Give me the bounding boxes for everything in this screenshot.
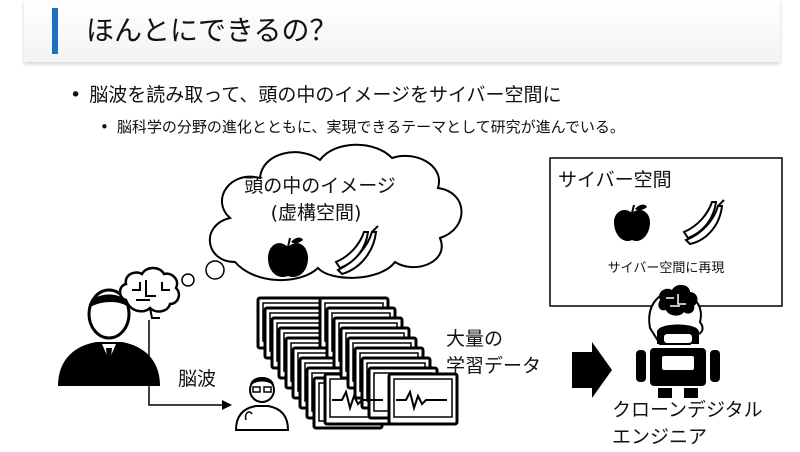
title-accent-bar <box>52 8 58 54</box>
brain-icon <box>118 266 181 319</box>
slide-title: ほんとにできるの？ <box>86 14 338 47</box>
clone-label-line-1: クローンデジタル <box>612 399 763 421</box>
clone-engineer-icon <box>636 284 720 398</box>
brainwave-arrowhead <box>222 400 232 410</box>
bullet-dot: • <box>100 118 109 136</box>
banana-icon <box>334 225 379 276</box>
cyber-space-box <box>549 157 783 307</box>
thought-line-2: (虚構空間) <box>271 202 362 224</box>
bullet-main-text: 脳波を読み取って、頭の中のイメージをサイバー空間に <box>89 84 562 106</box>
flow-arrow <box>572 342 612 398</box>
researcher-icon <box>234 377 290 431</box>
bullet-main: • 脳波を読み取って、頭の中のイメージをサイバー空間に <box>70 80 562 107</box>
brainwave-label: 脳波 <box>178 368 216 390</box>
person-icon <box>58 288 160 386</box>
banana-icon <box>682 199 725 246</box>
cyber-caption: サイバー空間に再現 <box>608 261 725 276</box>
training-data-stack <box>256 296 459 430</box>
data-label-line-2: 学習データ <box>446 355 541 377</box>
thought-line-1: 頭の中のイメージ <box>244 175 396 197</box>
bullet-sub: • 脳科学の分野の進化とともに、実現できるテーマとして研究が進んでいる。 <box>100 116 625 137</box>
data-label-line-1: 大量の <box>446 328 503 350</box>
brainwave-arrow <box>148 320 225 406</box>
title-bar: ほんとにできるの？ <box>24 0 780 62</box>
apple-icon <box>614 204 650 242</box>
apple-icon <box>268 237 308 278</box>
clone-label-line-2: エンジニア <box>612 426 707 448</box>
bullet-dot: • <box>70 84 82 106</box>
bullet-sub-text: 脳科学の分野の進化とともに、実現できるテーマとして研究が進んでいる。 <box>116 118 625 136</box>
cyber-box-title: サイバー空間 <box>558 169 672 191</box>
